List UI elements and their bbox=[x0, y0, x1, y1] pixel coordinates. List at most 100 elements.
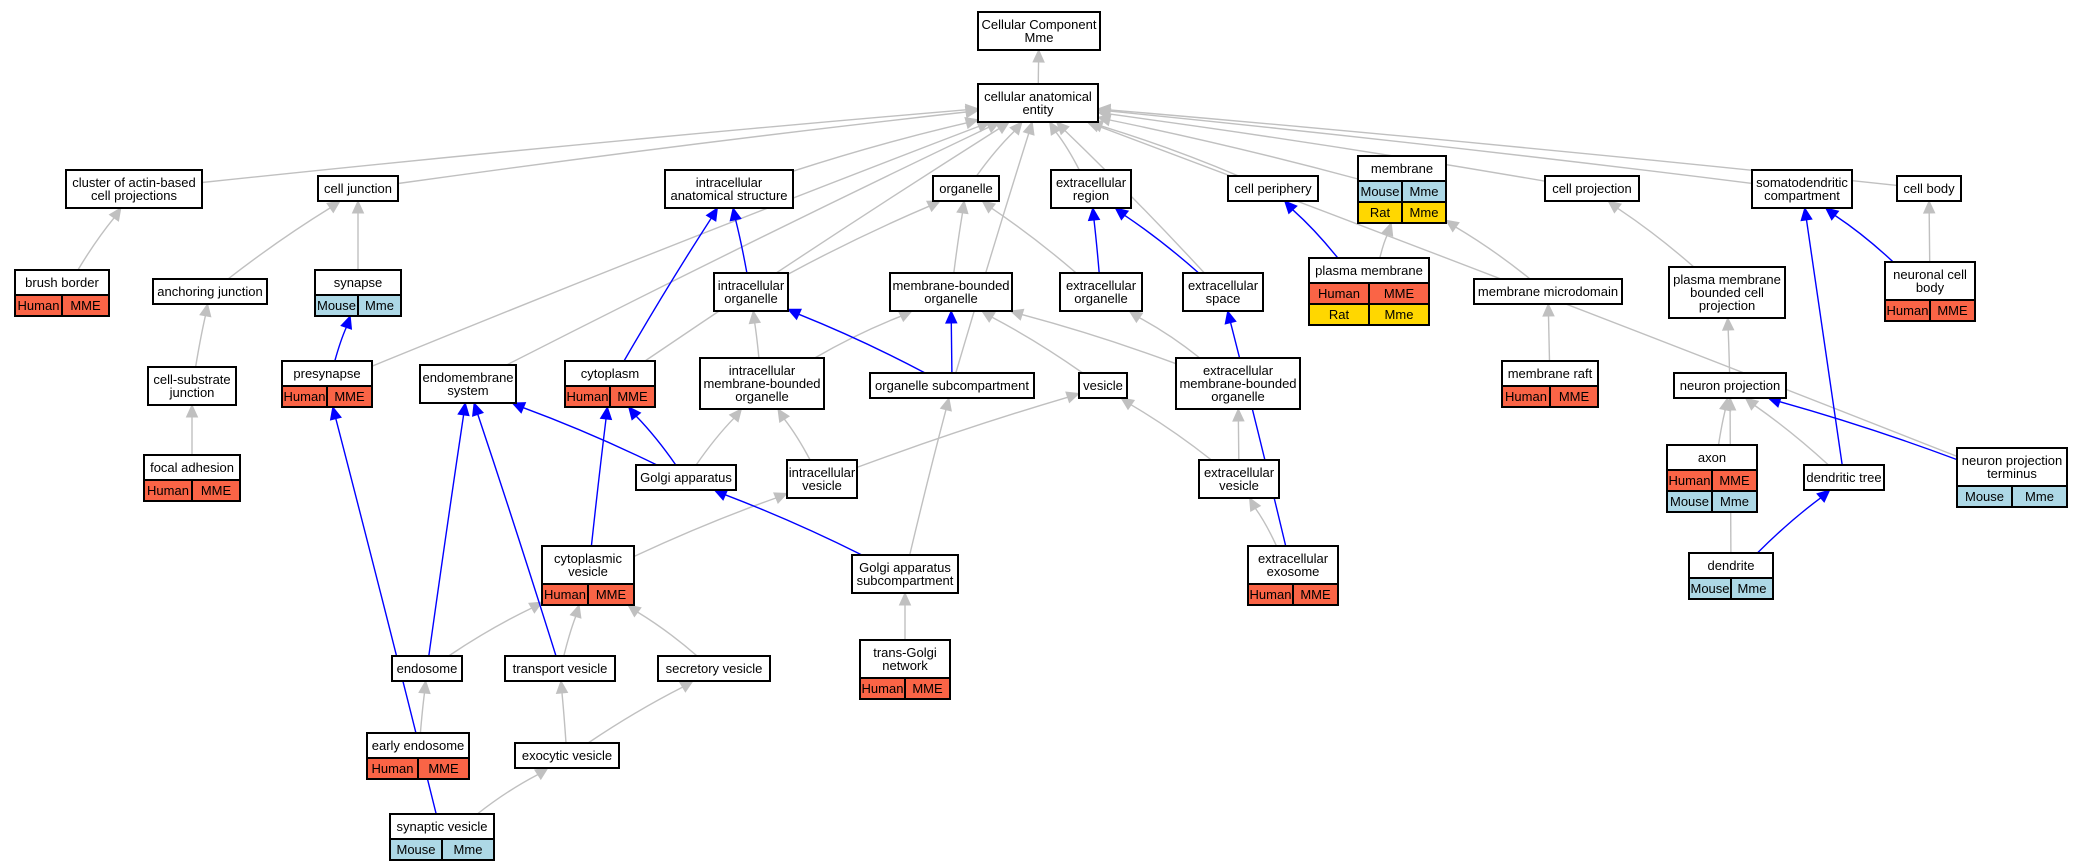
edge-gas-ga bbox=[725, 494, 863, 556]
edge-npt-np bbox=[1779, 401, 1958, 461]
node-label: intracellular bbox=[789, 465, 856, 480]
node-label: vesicle bbox=[1219, 478, 1259, 493]
arrowhead bbox=[599, 405, 613, 421]
edge-osub-io bbox=[798, 313, 926, 374]
arrowhead bbox=[748, 309, 762, 325]
gene-label: MME bbox=[1384, 286, 1415, 301]
node-dt[interactable]: dendritic tree bbox=[1803, 464, 1885, 491]
node-osub[interactable]: organelle subcompartment bbox=[869, 372, 1035, 399]
edge-embo-mbo bbox=[1021, 313, 1177, 365]
node-box bbox=[1059, 272, 1143, 312]
arrowhead bbox=[351, 199, 365, 214]
gene-label: Mme bbox=[2025, 489, 2054, 504]
edge-es-cae bbox=[1064, 130, 1205, 274]
gene-label: Mme bbox=[1738, 581, 1767, 596]
arrowhead bbox=[340, 314, 353, 330]
node-label: space bbox=[1206, 291, 1241, 306]
node-tv[interactable]: transport vesicle bbox=[504, 655, 616, 682]
node-label: bounded cell bbox=[1690, 285, 1764, 300]
node-np[interactable]: neuron projection bbox=[1673, 372, 1787, 399]
node-ves[interactable]: vesicle bbox=[1078, 372, 1128, 399]
node-cj[interactable]: cell junction bbox=[317, 175, 399, 202]
arrowhead bbox=[1032, 48, 1045, 63]
edge-dt-sdc bbox=[1805, 219, 1843, 466]
node-label: secretory vesicle bbox=[666, 661, 763, 676]
node-cproj[interactable]: cell projection bbox=[1544, 175, 1640, 202]
edge-iv-imbo bbox=[783, 418, 811, 461]
node-cb[interactable]: cell body bbox=[1896, 175, 1962, 202]
node-mmd[interactable]: membrane microdomain bbox=[1473, 278, 1623, 305]
species-label: Mouse bbox=[1690, 581, 1729, 596]
node-org[interactable]: organelle bbox=[932, 175, 1000, 202]
node-box bbox=[1673, 372, 1787, 399]
arrowhead bbox=[1096, 103, 1112, 117]
arrowhead bbox=[1120, 397, 1136, 411]
species-label: Mouse bbox=[1670, 494, 1709, 509]
arrowhead bbox=[418, 679, 431, 695]
gene-cell bbox=[2011, 485, 2068, 508]
node-ga[interactable]: Golgi apparatus bbox=[635, 464, 737, 491]
node-label: extracellular bbox=[1203, 363, 1274, 378]
node-label: axon bbox=[1698, 450, 1726, 465]
node-cper[interactable]: cell periphery bbox=[1227, 175, 1319, 202]
edge-tv-ems bbox=[477, 414, 557, 657]
node-aj[interactable]: anchoring junction bbox=[152, 278, 268, 305]
node-box bbox=[977, 11, 1101, 51]
node-box bbox=[389, 813, 495, 840]
edge-axon-np bbox=[1717, 409, 1726, 446]
species-label: Human bbox=[1250, 587, 1292, 602]
node-endo[interactable]: endosome bbox=[391, 655, 463, 682]
node-exv[interactable]: exocytic vesicle bbox=[514, 742, 620, 769]
node-sv[interactable]: secretory vesicle bbox=[657, 655, 771, 682]
edge-ncb-sdc bbox=[1834, 214, 1894, 263]
node-box bbox=[419, 364, 517, 404]
node-box bbox=[391, 655, 463, 682]
arrowhead bbox=[1009, 308, 1025, 321]
gene-cell bbox=[1368, 303, 1430, 326]
edge-er-cae bbox=[1055, 131, 1080, 171]
species-label: Human bbox=[1669, 473, 1711, 488]
gene-cell bbox=[1401, 201, 1447, 224]
species-label: Human bbox=[1887, 303, 1929, 318]
edge-ves-mbo bbox=[991, 316, 1084, 374]
node-label: cell junction bbox=[324, 181, 392, 196]
gene-cell bbox=[1549, 385, 1599, 408]
gene-label: Mme bbox=[1385, 307, 1414, 322]
arrowhead bbox=[1922, 199, 1936, 214]
